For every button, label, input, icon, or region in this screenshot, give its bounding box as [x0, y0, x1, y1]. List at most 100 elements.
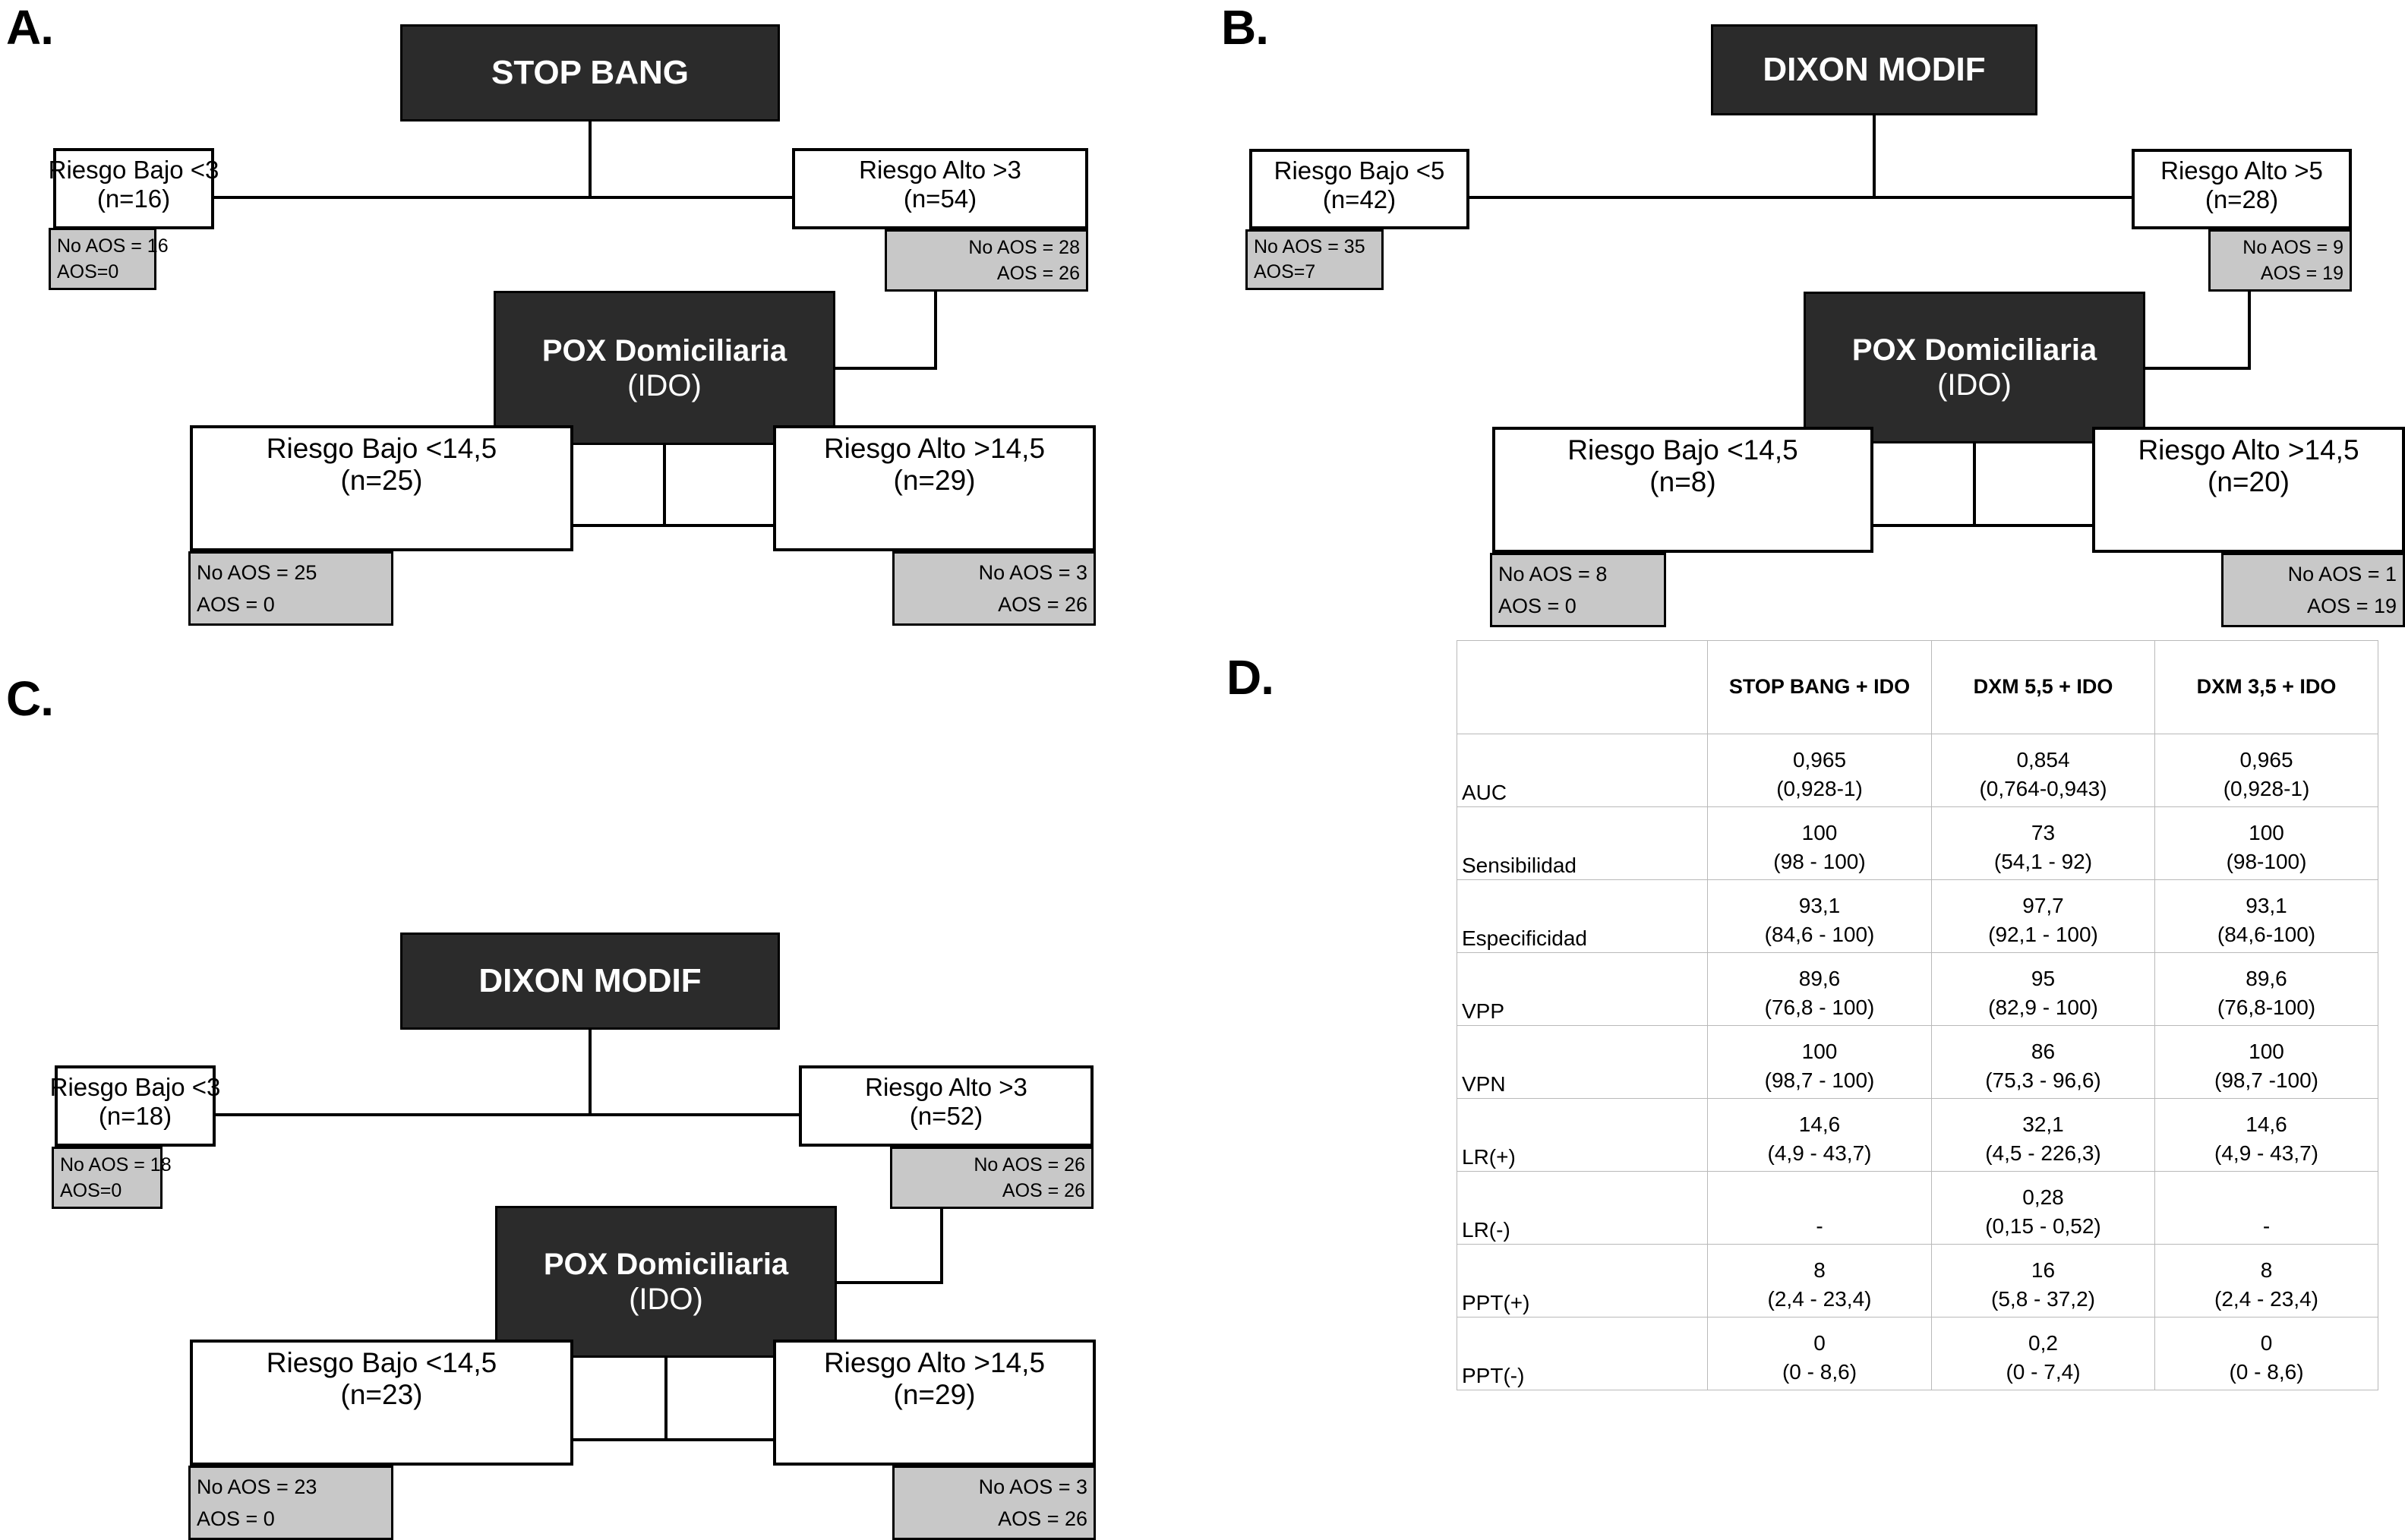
panel-c-pox-high-risk-line1: Riesgo Alto >14,5: [823, 1347, 1046, 1378]
panel-c-pox-low-risk-counts: No AOS = 23 AOS = 0: [188, 1466, 393, 1540]
panel-a-pox-low-risk-aos: AOS = 0: [197, 592, 275, 616]
table-row: Sensibilidad 100(98 - 100) 73(54,1 - 92)…: [1457, 806, 2378, 880]
panel-a-pox-low-risk-line1: Riesgo Bajo <14,5: [266, 433, 497, 464]
panel-a-pox-high-risk-aos: AOS = 26: [998, 592, 1087, 616]
panel-b-high-risk-noaos: No AOS = 9: [2242, 236, 2343, 258]
panel-a-connector-pox-vertical: [663, 445, 666, 525]
panel-c-connector-elbow-vertical: [940, 1209, 943, 1283]
panel-c-pox-high-risk-node: Riesgo Alto >14,5 (n=29): [773, 1340, 1096, 1466]
panel-b-pox-high-risk-line1: Riesgo Alto >14,5: [2138, 434, 2359, 465]
panel-b-pox-low-risk-noaos: No AOS = 8: [1498, 562, 1608, 585]
metrics-cell-sensibilidad-dxm55: 73(54,1 - 92): [1931, 806, 2155, 880]
metrics-table-col-header-1: DXM 5,5 + IDO: [1931, 640, 2155, 734]
panel-a-pox-high-risk-line1: Riesgo Alto >14,5: [823, 433, 1046, 464]
metrics-cell-vpp-dxm55: 95(82,9 - 100): [1931, 952, 2155, 1026]
panel-a-high-risk-node: Riesgo Alto >3 (n=54): [792, 148, 1088, 229]
metrics-cell-vpn-dxm55: 86(75,3 - 96,6): [1931, 1025, 2155, 1099]
table-row: PPT(-) 0(0 - 8,6) 0,2(0 - 7,4) 0(0 - 8,6…: [1457, 1317, 2378, 1390]
panel-c-low-risk-noaos: No AOS = 18: [60, 1153, 172, 1176]
metrics-cell-auc-dxm55: 0,854(0,764-0,943): [1931, 734, 2155, 807]
panel-b-pox-low-risk-counts: No AOS = 8 AOS = 0: [1490, 553, 1666, 627]
metrics-table-body: AUC 0,965(0,928-1) 0,854(0,764-0,943) 0,…: [1457, 734, 2378, 1390]
panel-b-high-risk-line1: Riesgo Alto >5: [2160, 156, 2323, 185]
panel-b-low-risk-counts: No AOS = 35 AOS=7: [1245, 229, 1384, 290]
panel-c-connector-pox-vertical: [664, 1358, 668, 1440]
panel-a-high-risk-counts: No AOS = 28 AOS = 26: [885, 229, 1088, 292]
metrics-cell-ppt-negative-dxm55: 0,2(0 - 7,4): [1931, 1317, 2155, 1390]
panel-c-low-risk-aos: AOS=0: [60, 1179, 122, 1201]
metrics-cell-lr-positive-dxm55: 32,1(4,5 - 226,3): [1931, 1098, 2155, 1172]
metrics-cell-ppt-positive-stopbang: 8(2,4 - 23,4): [1707, 1244, 1932, 1318]
metrics-table-header-row: STOP BANG + IDO DXM 5,5 + IDO DXM 3,5 + …: [1457, 640, 2378, 734]
panel-c-low-risk-node: Riesgo Bajo <3 (n=18): [50, 1065, 220, 1147]
panel-a-high-risk-noaos: No AOS = 28: [968, 236, 1080, 258]
panel-c-low-risk-line1: Riesgo Bajo <3: [49, 1073, 221, 1101]
panel-b-high-risk-node: Riesgo Alto >5 (n=28): [2132, 149, 2352, 229]
metrics-row-label-lr-positive: LR(+): [1457, 1098, 1708, 1172]
panel-c-pox-low-risk-line2: (n=23): [340, 1379, 423, 1410]
panel-b-connector-elbow-vertical: [2248, 292, 2251, 369]
figure-canvas: A. STOP BANG Riesgo Bajo <3 (n=16) No AO…: [6, 0, 2405, 1540]
panel-c-connector-level1-horizontal: [214, 1113, 800, 1116]
metrics-table-col-header-2: DXM 3,5 + IDO: [2154, 640, 2378, 734]
panel-b-pox-high-risk-node: Riesgo Alto >14,5 (n=20): [2092, 427, 2405, 553]
table-row: AUC 0,965(0,928-1) 0,854(0,764-0,943) 0,…: [1457, 734, 2378, 807]
panel-b-pox-node: POX Domiciliaria (IDO): [1804, 292, 2145, 443]
panel-c-pox-low-risk-line1: Riesgo Bajo <14,5: [266, 1347, 497, 1378]
panel-b-pox-low-risk-line2: (n=8): [1649, 466, 1716, 497]
panel-b-low-risk-noaos: No AOS = 35: [1254, 236, 1365, 257]
panel-a-low-risk-line2: (n=16): [96, 185, 171, 213]
metrics-cell-especificidad-dxm35: 93,1(84,6-100): [2154, 879, 2378, 953]
metrics-cell-vpn-dxm35: 100(98,7 -100): [2154, 1025, 2378, 1099]
panel-c-high-risk-node: Riesgo Alto >3 (n=52): [799, 1065, 1094, 1147]
panel-c-pox-low-risk-aos: AOS = 0: [197, 1507, 275, 1530]
panel-a-pox-high-risk-line2: (n=29): [893, 465, 976, 496]
panel-c-connector-elbow-horizontal: [835, 1281, 943, 1284]
panel-a-pox-subtitle: (IDO): [627, 368, 702, 402]
panel-a-connector-level2-horizontal: [571, 524, 773, 527]
panel-a-low-risk-line1: Riesgo Bajo <3: [48, 156, 219, 184]
metrics-cell-ppt-negative-dxm35: 0(0 - 8,6): [2154, 1317, 2378, 1390]
metrics-cell-lr-negative-dxm55: 0,28(0,15 - 0,52): [1931, 1171, 2155, 1245]
metrics-cell-auc-dxm35: 0,965(0,928-1): [2154, 734, 2378, 807]
panel-a-low-risk-node: Riesgo Bajo <3 (n=16): [49, 148, 219, 229]
panel-b-high-risk-aos: AOS = 19: [2260, 262, 2343, 284]
metrics-row-label-lr-negative: LR(-): [1457, 1171, 1708, 1245]
panel-c-high-risk-counts: No AOS = 26 AOS = 26: [890, 1147, 1094, 1209]
metrics-table-corner-cell: [1457, 640, 1708, 734]
panel-c-pox-high-risk-line2: (n=29): [893, 1379, 976, 1410]
metrics-cell-vpp-dxm35: 89,6(76,8-100): [2154, 952, 2378, 1026]
panel-c-connector-level2-horizontal: [571, 1438, 775, 1441]
metrics-row-label-ppt-negative: PPT(-): [1457, 1317, 1708, 1390]
panel-a-pox-node: POX Domiciliaria (IDO): [494, 291, 835, 445]
panel-c-pox-high-risk-noaos: No AOS = 3: [978, 1475, 1087, 1498]
panel-c-pox-high-risk-aos: AOS = 26: [998, 1507, 1087, 1530]
metrics-table: STOP BANG + IDO DXM 5,5 + IDO DXM 3,5 + …: [1457, 640, 2378, 1390]
panel-a-low-risk-counts: No AOS = 16 AOS=0: [49, 228, 169, 290]
panel-b-pox-subtitle: (IDO): [1937, 368, 2012, 402]
panel-a-connector-elbow-horizontal: [834, 367, 937, 370]
panel-b-low-risk-node: Riesgo Bajo <5 (n=42): [1249, 149, 1469, 229]
panel-b-low-risk-line1: Riesgo Bajo <5: [1274, 156, 1445, 185]
metrics-cell-especificidad-stopbang: 93,1(84,6 - 100): [1707, 879, 1932, 953]
panel-b-pox-title: POX Domiciliaria: [1851, 333, 2097, 367]
panel-c-high-risk-noaos: No AOS = 26: [974, 1153, 1085, 1176]
metrics-cell-ppt-negative-stopbang: 0(0 - 8,6): [1707, 1317, 1932, 1390]
panel-a-pox-title: POX Domiciliaria: [541, 333, 787, 368]
metrics-row-label-sensibilidad: Sensibilidad: [1457, 806, 1708, 880]
panel-label-a: A.: [6, 0, 54, 55]
metrics-cell-lr-positive-stopbang: 14,6(4,9 - 43,7): [1707, 1098, 1932, 1172]
panel-c-high-risk-line2: (n=52): [909, 1102, 983, 1130]
metrics-cell-ppt-positive-dxm35: 8(2,4 - 23,4): [2154, 1244, 2378, 1318]
panel-c-pox-subtitle: (IDO): [629, 1283, 703, 1316]
panel-b-pox-high-risk-line2: (n=20): [2208, 466, 2290, 497]
table-row: LR(-) - 0,28(0,15 - 0,52) -: [1457, 1171, 2378, 1245]
panel-label-c: C.: [6, 671, 54, 726]
metrics-cell-auc-stopbang: 0,965(0,928-1): [1707, 734, 1932, 807]
panel-b-connector-level2-horizontal: [1873, 524, 2093, 527]
table-row: Especificidad 93,1(84,6 - 100) 97,7(92,1…: [1457, 879, 2378, 953]
panel-c-pox-low-risk-node: Riesgo Bajo <14,5 (n=23): [190, 1340, 573, 1466]
panel-c-high-risk-aos: AOS = 26: [1002, 1179, 1085, 1201]
panel-label-b: B.: [1221, 0, 1269, 55]
panel-b-pox-high-risk-noaos: No AOS = 1: [2287, 562, 2397, 585]
